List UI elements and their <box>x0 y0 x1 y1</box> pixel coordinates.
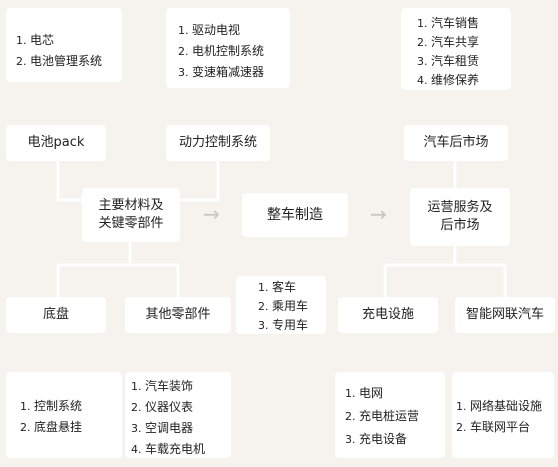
list-item: 3.专用车 <box>258 318 309 332</box>
list-item: 1.汽车装饰 <box>131 379 194 393</box>
charging-items-box: 1.电网 2.充电桩运营 3.充电设备 <box>335 372 445 458</box>
list-item: 1.汽车销售 <box>417 16 480 30</box>
vehicle-types-box: 1.客车 2.乘用车 3.专用车 <box>236 276 326 334</box>
list-item: 2.汽车共享 <box>417 35 480 49</box>
list-item: 2.充电桩运营 <box>345 409 420 423</box>
list-item: 1.客车 <box>258 280 297 294</box>
chassis-items-box: 1.控制系统 2.底盘悬挂 <box>6 372 122 458</box>
list-item: 2.仪器仪表 <box>131 400 194 414</box>
chassis-items-list: 1.控制系统 2.底盘悬挂 <box>20 396 122 438</box>
battery-items-box: 1.电芯 2.电池管理系统 <box>6 8 122 82</box>
powertrain-node: 动力控制系统 <box>166 125 270 161</box>
other-parts-node: 其他零部件 <box>125 297 231 333</box>
connected-items-list: 1.网络基础设施 2.车联网平台 <box>456 396 554 438</box>
charging-items-list: 1.电网 2.充电桩运营 3.充电设备 <box>345 382 445 451</box>
list-item: 2.车联网平台 <box>456 420 531 434</box>
list-item: 2.电池管理系统 <box>16 54 103 68</box>
powertrain-items-list: 1.驱动电视 2.电机控制系统 3.变速箱减速器 <box>178 20 290 83</box>
aftermarket-node: 汽车后市场 <box>404 125 508 161</box>
list-item: 2.乘用车 <box>258 299 309 313</box>
aftermarket-items-list: 1.汽车销售 2.汽车共享 3.汽车租赁 4.维修保养 <box>417 14 511 90</box>
battery-items-list: 1.电芯 2.电池管理系统 <box>16 30 122 72</box>
other-parts-items-list: 1.汽车装饰 2.仪器仪表 3.空调电器 4.车载充电机 <box>131 376 231 460</box>
list-item: 4.维修保养 <box>417 73 480 87</box>
services-node: 运营服务及 后市场 <box>410 188 510 246</box>
chassis-node: 底盘 <box>6 297 106 333</box>
list-item: 3.变速箱减速器 <box>178 65 265 79</box>
list-item: 3.充电设备 <box>345 432 408 446</box>
list-item: 1.电网 <box>345 386 384 400</box>
powertrain-items-box: 1.驱动电视 2.电机控制系统 3.变速箱减速器 <box>166 8 290 88</box>
arrow-right-icon: → <box>370 202 387 226</box>
list-item: 1.控制系统 <box>20 399 83 413</box>
connected-items-box: 1.网络基础设施 2.车联网平台 <box>452 372 554 458</box>
list-item: 2.电机控制系统 <box>178 44 265 58</box>
other-parts-items-box: 1.汽车装饰 2.仪器仪表 3.空调电器 4.车载充电机 <box>125 372 231 458</box>
list-item: 3.汽车租赁 <box>417 54 480 68</box>
arrow-right-icon: → <box>203 202 220 226</box>
list-item: 1.电芯 <box>16 33 55 47</box>
list-item: 3.空调电器 <box>131 421 194 435</box>
list-item: 2.底盘悬挂 <box>20 420 83 434</box>
list-item: 1.驱动电视 <box>178 23 241 37</box>
list-item: 4.车载充电机 <box>131 442 206 456</box>
aftermarket-items-box: 1.汽车销售 2.汽车共享 3.汽车租赁 4.维修保养 <box>401 8 511 90</box>
manufacturing-node: 整车制造 <box>242 193 348 237</box>
battery-pack-node: 电池pack <box>6 125 106 161</box>
materials-node: 主要材料及 关键零部件 <box>82 188 180 242</box>
list-item: 1.网络基础设施 <box>456 399 543 413</box>
charging-node: 充电设施 <box>338 297 438 333</box>
connected-vehicle-node: 智能网联汽车 <box>455 297 555 333</box>
vehicle-types-list: 1.客车 2.乘用车 3.专用车 <box>258 278 326 335</box>
